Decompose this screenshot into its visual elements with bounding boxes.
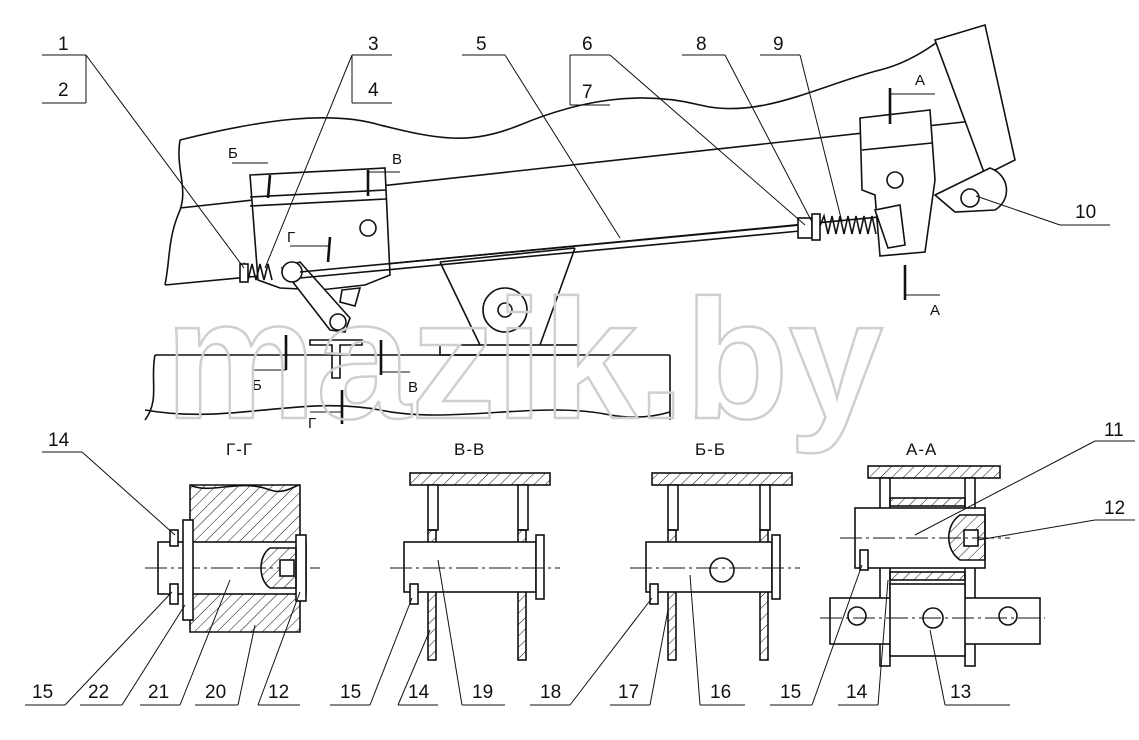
callout-3: 3 [368, 34, 379, 55]
callout-18: 18 [540, 682, 561, 703]
callout-15-aa: 15 [780, 682, 801, 703]
tension-rod [299, 224, 801, 273]
callout-4: 4 [368, 80, 379, 101]
bracket-pin-hole [359, 219, 377, 237]
callout-numbers: 1 2 3 4 5 6 7 8 9 10 11 12 13 14 15 22 2… [32, 34, 1125, 703]
section-vv [390, 472, 560, 661]
section-title-aa: А-А [906, 440, 937, 459]
callout-5: 5 [476, 34, 487, 55]
mark-b-bottom: Б [252, 377, 262, 394]
mark-g-bottom: Г [308, 415, 316, 432]
break-line-top [179, 39, 941, 141]
callout-2: 2 [58, 80, 69, 101]
callout-14-vv: 14 [408, 682, 430, 703]
drive-roller-housing [933, 23, 1016, 177]
callout-8: 8 [696, 34, 707, 55]
callout-12-gg: 12 [268, 682, 289, 703]
mark-g-top: Г [287, 229, 295, 246]
roller-axle [960, 188, 980, 208]
callout-6: 6 [582, 34, 593, 55]
section-title-gg: Г-Г [226, 440, 253, 459]
callout-9: 9 [773, 34, 784, 55]
watermark: mazik.by [165, 265, 883, 455]
callout-11: 11 [1104, 420, 1124, 441]
callout-15-gg: 15 [32, 682, 53, 703]
callout-22: 22 [88, 682, 109, 703]
callout-19: 19 [472, 682, 493, 703]
break-line-left [164, 139, 184, 286]
support-stand [439, 247, 576, 346]
mark-a-bottom: А [930, 302, 940, 319]
callout-15-vv: 15 [340, 682, 361, 703]
mark-b-top: Б [228, 145, 238, 162]
left-bracket-plate [249, 167, 391, 291]
section-title-vv: В-В [454, 440, 485, 459]
callout-12-right: 12 [1104, 498, 1125, 519]
callout-16: 16 [710, 682, 731, 703]
mark-v-top: В [392, 151, 402, 168]
section-title-bb: Б-Б [695, 440, 726, 459]
right-spring [819, 213, 877, 235]
callout-leaders [25, 54, 1135, 706]
callout-10: 10 [1075, 202, 1096, 223]
callout-14-left: 14 [48, 430, 70, 451]
section-bb [630, 472, 800, 661]
callout-20: 20 [205, 682, 226, 703]
callout-1: 1 [58, 34, 69, 55]
mark-a-top: А [915, 72, 925, 89]
callout-14-aa: 14 [846, 682, 868, 703]
section-gg [145, 484, 320, 633]
main-assembly-view [144, 23, 1016, 421]
callout-13: 13 [950, 682, 971, 703]
callout-21: 21 [148, 682, 169, 703]
callout-7: 7 [582, 82, 593, 103]
mark-v-bottom: В [408, 379, 418, 396]
section-aa [820, 465, 1045, 667]
section-marks: Б В Г Б В Г А А [228, 72, 940, 432]
callout-17: 17 [618, 682, 639, 703]
